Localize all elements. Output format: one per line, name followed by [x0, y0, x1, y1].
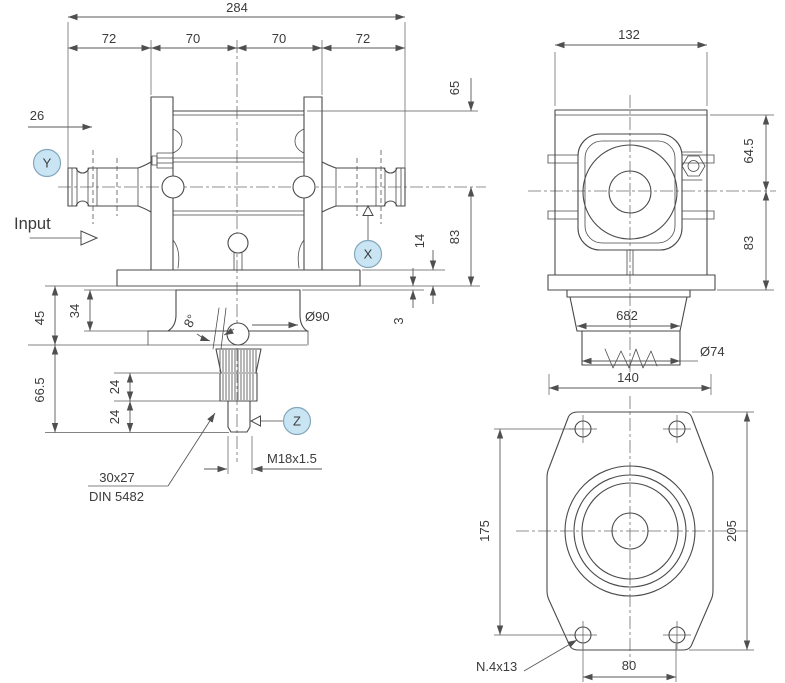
dim-seg-72b: 72	[356, 31, 370, 46]
balloon-x-label: X	[364, 247, 373, 262]
dim-flange-140: 140	[617, 370, 639, 385]
dim-taper-angle: 8°	[180, 312, 199, 330]
side-dimensions: 132 64.5 83 682 Ø74 140	[548, 27, 774, 395]
front-dimensions: 284 72 70 70 72 26 65 83 14	[28, 0, 478, 504]
side-view: 132 64.5 83 682 Ø74 140	[528, 27, 776, 395]
dim-spline-d74: Ø74	[700, 344, 725, 359]
balloon-z-circle	[282, 406, 312, 436]
balloon-y-label: Y	[43, 156, 52, 171]
front-left-shaft	[67, 161, 152, 213]
dim-seg-70b: 70	[272, 31, 286, 46]
dim-bore-d90: Ø90	[305, 309, 330, 324]
dim-side-132: 132	[618, 27, 640, 42]
input-arrow-icon	[80, 230, 99, 246]
note-spline-size: 30x27	[99, 470, 134, 485]
note-holes: N.4x13	[476, 659, 517, 674]
dim-left-66-5: 66.5	[32, 377, 47, 402]
front-body-outline	[150, 96, 323, 271]
dim-overall-width: 284	[226, 0, 248, 15]
z-arrow-icon	[249, 415, 261, 427]
dim-bolt-span-80: 80	[622, 658, 636, 673]
front-view: 284 72 70 70 72 26 65 83 14	[14, 0, 486, 504]
flange-centerlines	[516, 396, 748, 664]
dim-flange-14: 14	[412, 234, 427, 248]
dim-left-34: 34	[67, 304, 82, 318]
balloon-x-circle	[353, 239, 383, 269]
dim-side-83: 83	[741, 236, 756, 250]
dim-seg-70a: 70	[186, 31, 200, 46]
dim-step-3: 3	[391, 317, 406, 324]
note-spline-standard: DIN 5482	[89, 489, 144, 504]
dim-side-64-5: 64.5	[741, 138, 756, 163]
front-centerlines	[58, 40, 486, 462]
dim-height-65: 65	[447, 81, 462, 95]
flange-view: 175 205 80 N.4x13	[476, 396, 754, 682]
balloon-y-circle	[32, 148, 62, 178]
input-annotation: Input	[14, 215, 99, 246]
side-outline	[547, 109, 716, 369]
flange-dimensions: 175 205 80 N.4x13	[476, 411, 754, 682]
dim-hub-682: 682	[616, 308, 638, 323]
dim-seg-72a: 72	[102, 31, 116, 46]
balloon-z-label: Z	[293, 414, 301, 429]
front-output-section	[28, 269, 480, 433]
input-label: Input	[14, 215, 51, 233]
front-balloons: Y X Z	[32, 148, 383, 436]
dim-bolt-span-175: 175	[477, 520, 492, 542]
dim-spline-24b: 24	[107, 410, 122, 424]
x-arrow-icon	[362, 204, 374, 216]
dim-spline-24a: 24	[107, 380, 122, 394]
front-right-shaft	[321, 161, 406, 213]
dim-height-83: 83	[447, 230, 462, 244]
dim-thread: M18x1.5	[267, 451, 317, 466]
dim-height-205: 205	[724, 520, 739, 542]
dim-left-45: 45	[32, 311, 47, 325]
dim-offset-26: 26	[30, 108, 44, 123]
